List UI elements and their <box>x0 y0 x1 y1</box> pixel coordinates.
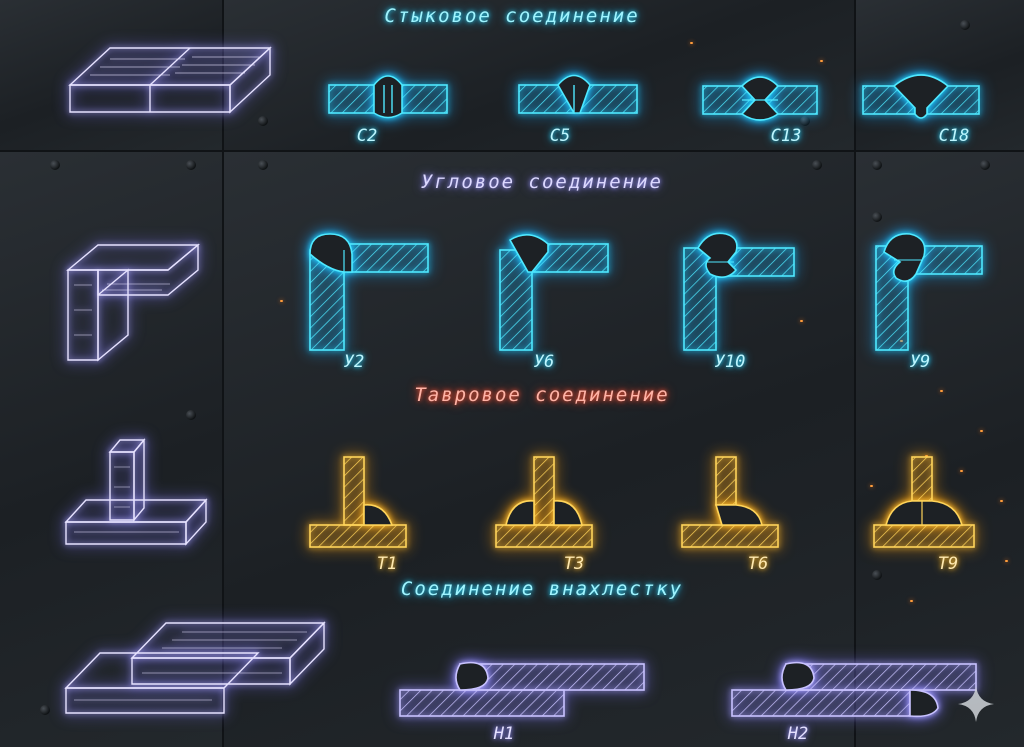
label-u9: У9 <box>909 352 931 372</box>
sparkle-icon <box>958 686 994 722</box>
label-u6: У6 <box>533 352 555 372</box>
corner-joint-u6-symbol <box>499 234 609 351</box>
butt-joint-title: Стыковое соединение <box>384 5 640 27</box>
corner-joint-illustration <box>66 243 200 362</box>
butt-joint-c13-symbol <box>702 76 818 121</box>
label-t9: Т9 <box>937 554 959 574</box>
label-h2: Н2 <box>787 724 809 744</box>
butt-joint-c2-symbol <box>328 75 448 119</box>
tee-joint-t3-symbol <box>495 456 593 548</box>
tee-joint-t1-symbol <box>309 456 407 548</box>
corner-joint-u9-symbol <box>875 233 983 351</box>
tee-joint-t6-symbol <box>681 456 779 548</box>
label-c2: С2 <box>356 126 378 146</box>
tee-joint-illustration <box>64 438 208 546</box>
label-t6: Т6 <box>747 554 769 574</box>
butt-joint-c18-symbol <box>862 74 980 119</box>
corner-joint-u2-symbol <box>309 233 429 351</box>
lap-joint-h2-symbol <box>731 661 977 718</box>
label-t3: Т3 <box>563 554 585 574</box>
label-c18: С18 <box>938 126 970 146</box>
lap-joint-illustration <box>64 621 326 714</box>
tee-joint-t9-symbol <box>873 456 975 548</box>
label-c5: С5 <box>549 126 571 146</box>
label-u10: У10 <box>714 352 746 372</box>
label-c13: С13 <box>770 126 802 146</box>
butt-joint-illustration <box>68 46 272 114</box>
lap-joint-title: Соединение внахлестку <box>400 578 684 600</box>
label-u2: У2 <box>343 352 365 372</box>
label-h1: Н1 <box>493 724 515 744</box>
label-t1: Т1 <box>376 554 398 574</box>
corner-joint-u10-symbol <box>683 232 795 351</box>
tee-joint-title: Тавровое соединение <box>414 384 670 406</box>
butt-joint-c5-symbol <box>518 74 638 114</box>
corner-joint-title: Угловое соединение <box>421 171 663 193</box>
lap-joint-h1-symbol <box>399 661 645 717</box>
